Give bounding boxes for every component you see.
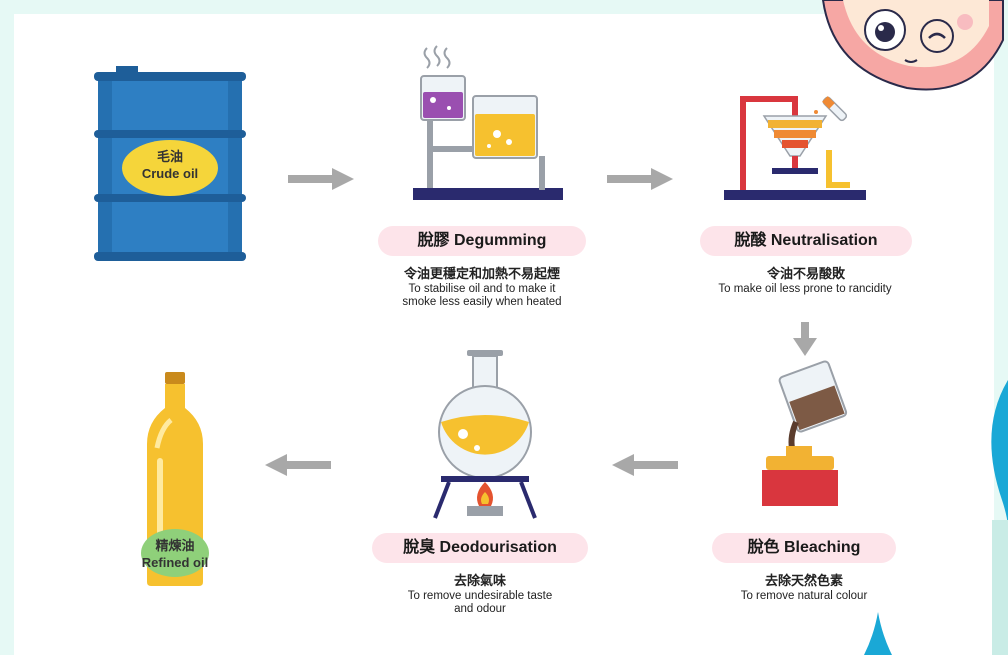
bleaching-en: To remove natural colour — [682, 590, 926, 603]
decorative-wave-icon — [991, 380, 1008, 655]
deodourisation-en-line2: and odour — [454, 603, 506, 615]
neutralisation-en: To make oil less prone to rancidity — [660, 283, 950, 296]
bleaching-zh: 去除天然色素 — [764, 573, 843, 588]
degumming-title: 脫膠 Degumming — [378, 226, 586, 256]
crude-oil-label: 毛油 Crude oil — [122, 148, 218, 182]
refined-oil-en: Refined oil — [141, 555, 209, 570]
arrow-right-icon — [288, 168, 354, 190]
deodourisation-title: 脫臭 Deodourisation — [372, 533, 588, 563]
decorative-peak-icon — [864, 612, 892, 655]
bleaching-en-line1: To remove natural colour — [740, 590, 868, 602]
degumming-en-line2: smoke less easily when heated — [402, 296, 562, 308]
refined-oil-label: 精煉油 Refined oil — [113, 537, 237, 571]
degumming-en: To stabilise oil and to make it smoke le… — [348, 283, 616, 309]
refined-oil-bottle-icon — [141, 372, 209, 586]
arrow-left-icon — [612, 454, 678, 476]
neutralisation-title: 脫酸 Neutralisation — [700, 226, 912, 256]
arrow-down-icon — [793, 322, 817, 356]
degumming-zh: 令油更穩定和加熱不易起煙 — [403, 266, 560, 281]
deodourisation-flask-icon — [433, 350, 537, 519]
neutralisation-zh: 令油不易酸敗 — [766, 266, 845, 281]
deodourisation-en: To remove undesirable taste and odour — [340, 590, 620, 616]
deodourisation-en-line1: To remove undesirable taste — [407, 590, 553, 602]
arrow-right-icon — [607, 168, 673, 190]
degumming-en-line1: To stabilise oil and to make it — [408, 283, 556, 295]
refined-oil-zh: 精煉油 — [155, 538, 195, 553]
deodourisation-zh: 去除氣味 — [453, 573, 506, 588]
mascot-icon — [821, 0, 1004, 91]
crude-oil-zh: 毛油 — [156, 149, 183, 164]
degumming-beakers-icon — [413, 45, 563, 200]
bleaching-container-icon — [762, 360, 848, 506]
neutralisation-en-line1: To make oil less prone to rancidity — [718, 283, 892, 295]
bleaching-title: 脫色 Bleaching — [712, 533, 896, 563]
crude-oil-barrel-icon — [94, 66, 246, 261]
crude-oil-en: Crude oil — [141, 166, 199, 181]
arrow-left-icon — [265, 454, 331, 476]
neutralisation-apparatus-icon — [724, 96, 866, 200]
